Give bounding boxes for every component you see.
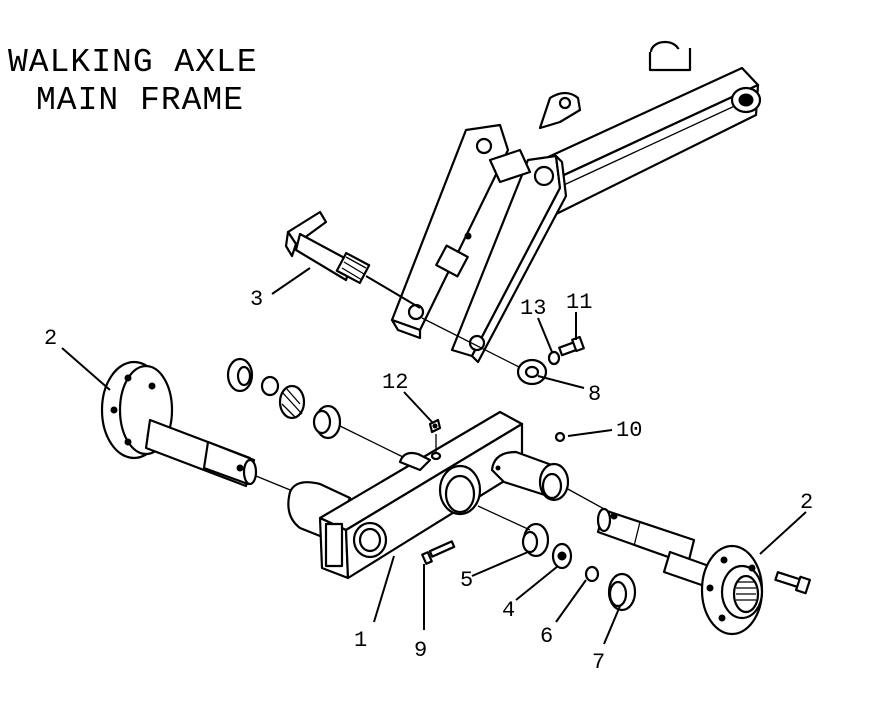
assembly-line (369, 277, 415, 305)
callout-3: 3 (250, 287, 263, 312)
part-10-fitting (554, 431, 566, 443)
callout-8: 8 (588, 382, 601, 407)
callout-4: 4 (502, 598, 515, 623)
part-2-right-hub (596, 507, 812, 636)
assembly-line (477, 505, 531, 531)
callout-9: 9 (414, 638, 427, 663)
callout-6: 6 (540, 624, 553, 649)
callout-11: 11 (566, 290, 592, 315)
callout-2-right: 2 (800, 490, 813, 515)
leader-lines (61, 267, 807, 645)
assembly-line (565, 487, 607, 511)
part-8-nut (516, 358, 548, 386)
left-bearing-stack (226, 357, 342, 440)
part-2-left-hub (100, 360, 258, 488)
part-12-grease-fitting (428, 418, 442, 434)
callout-13: 13 (520, 296, 546, 321)
right-bearing-stack (521, 522, 637, 612)
diagram-title-line1: WALKING AXLE (8, 44, 258, 81)
assembly-line (421, 317, 526, 371)
callout-2-left: 2 (44, 326, 57, 351)
callout-5: 5 (460, 568, 473, 593)
part-9-bolt (421, 540, 456, 565)
part-11-bolt (558, 335, 585, 357)
callout-12: 12 (382, 370, 408, 395)
assembly-line (339, 425, 406, 459)
part-1-walking-axle (287, 410, 570, 580)
diagram-title-line2: MAIN FRAME (36, 82, 245, 119)
callout-10: 10 (616, 418, 642, 443)
main-frame (390, 40, 762, 364)
callout-1: 1 (354, 628, 367, 653)
part-3-pin (284, 210, 421, 309)
part-13-washer (547, 350, 561, 366)
callout-7: 7 (592, 650, 605, 675)
